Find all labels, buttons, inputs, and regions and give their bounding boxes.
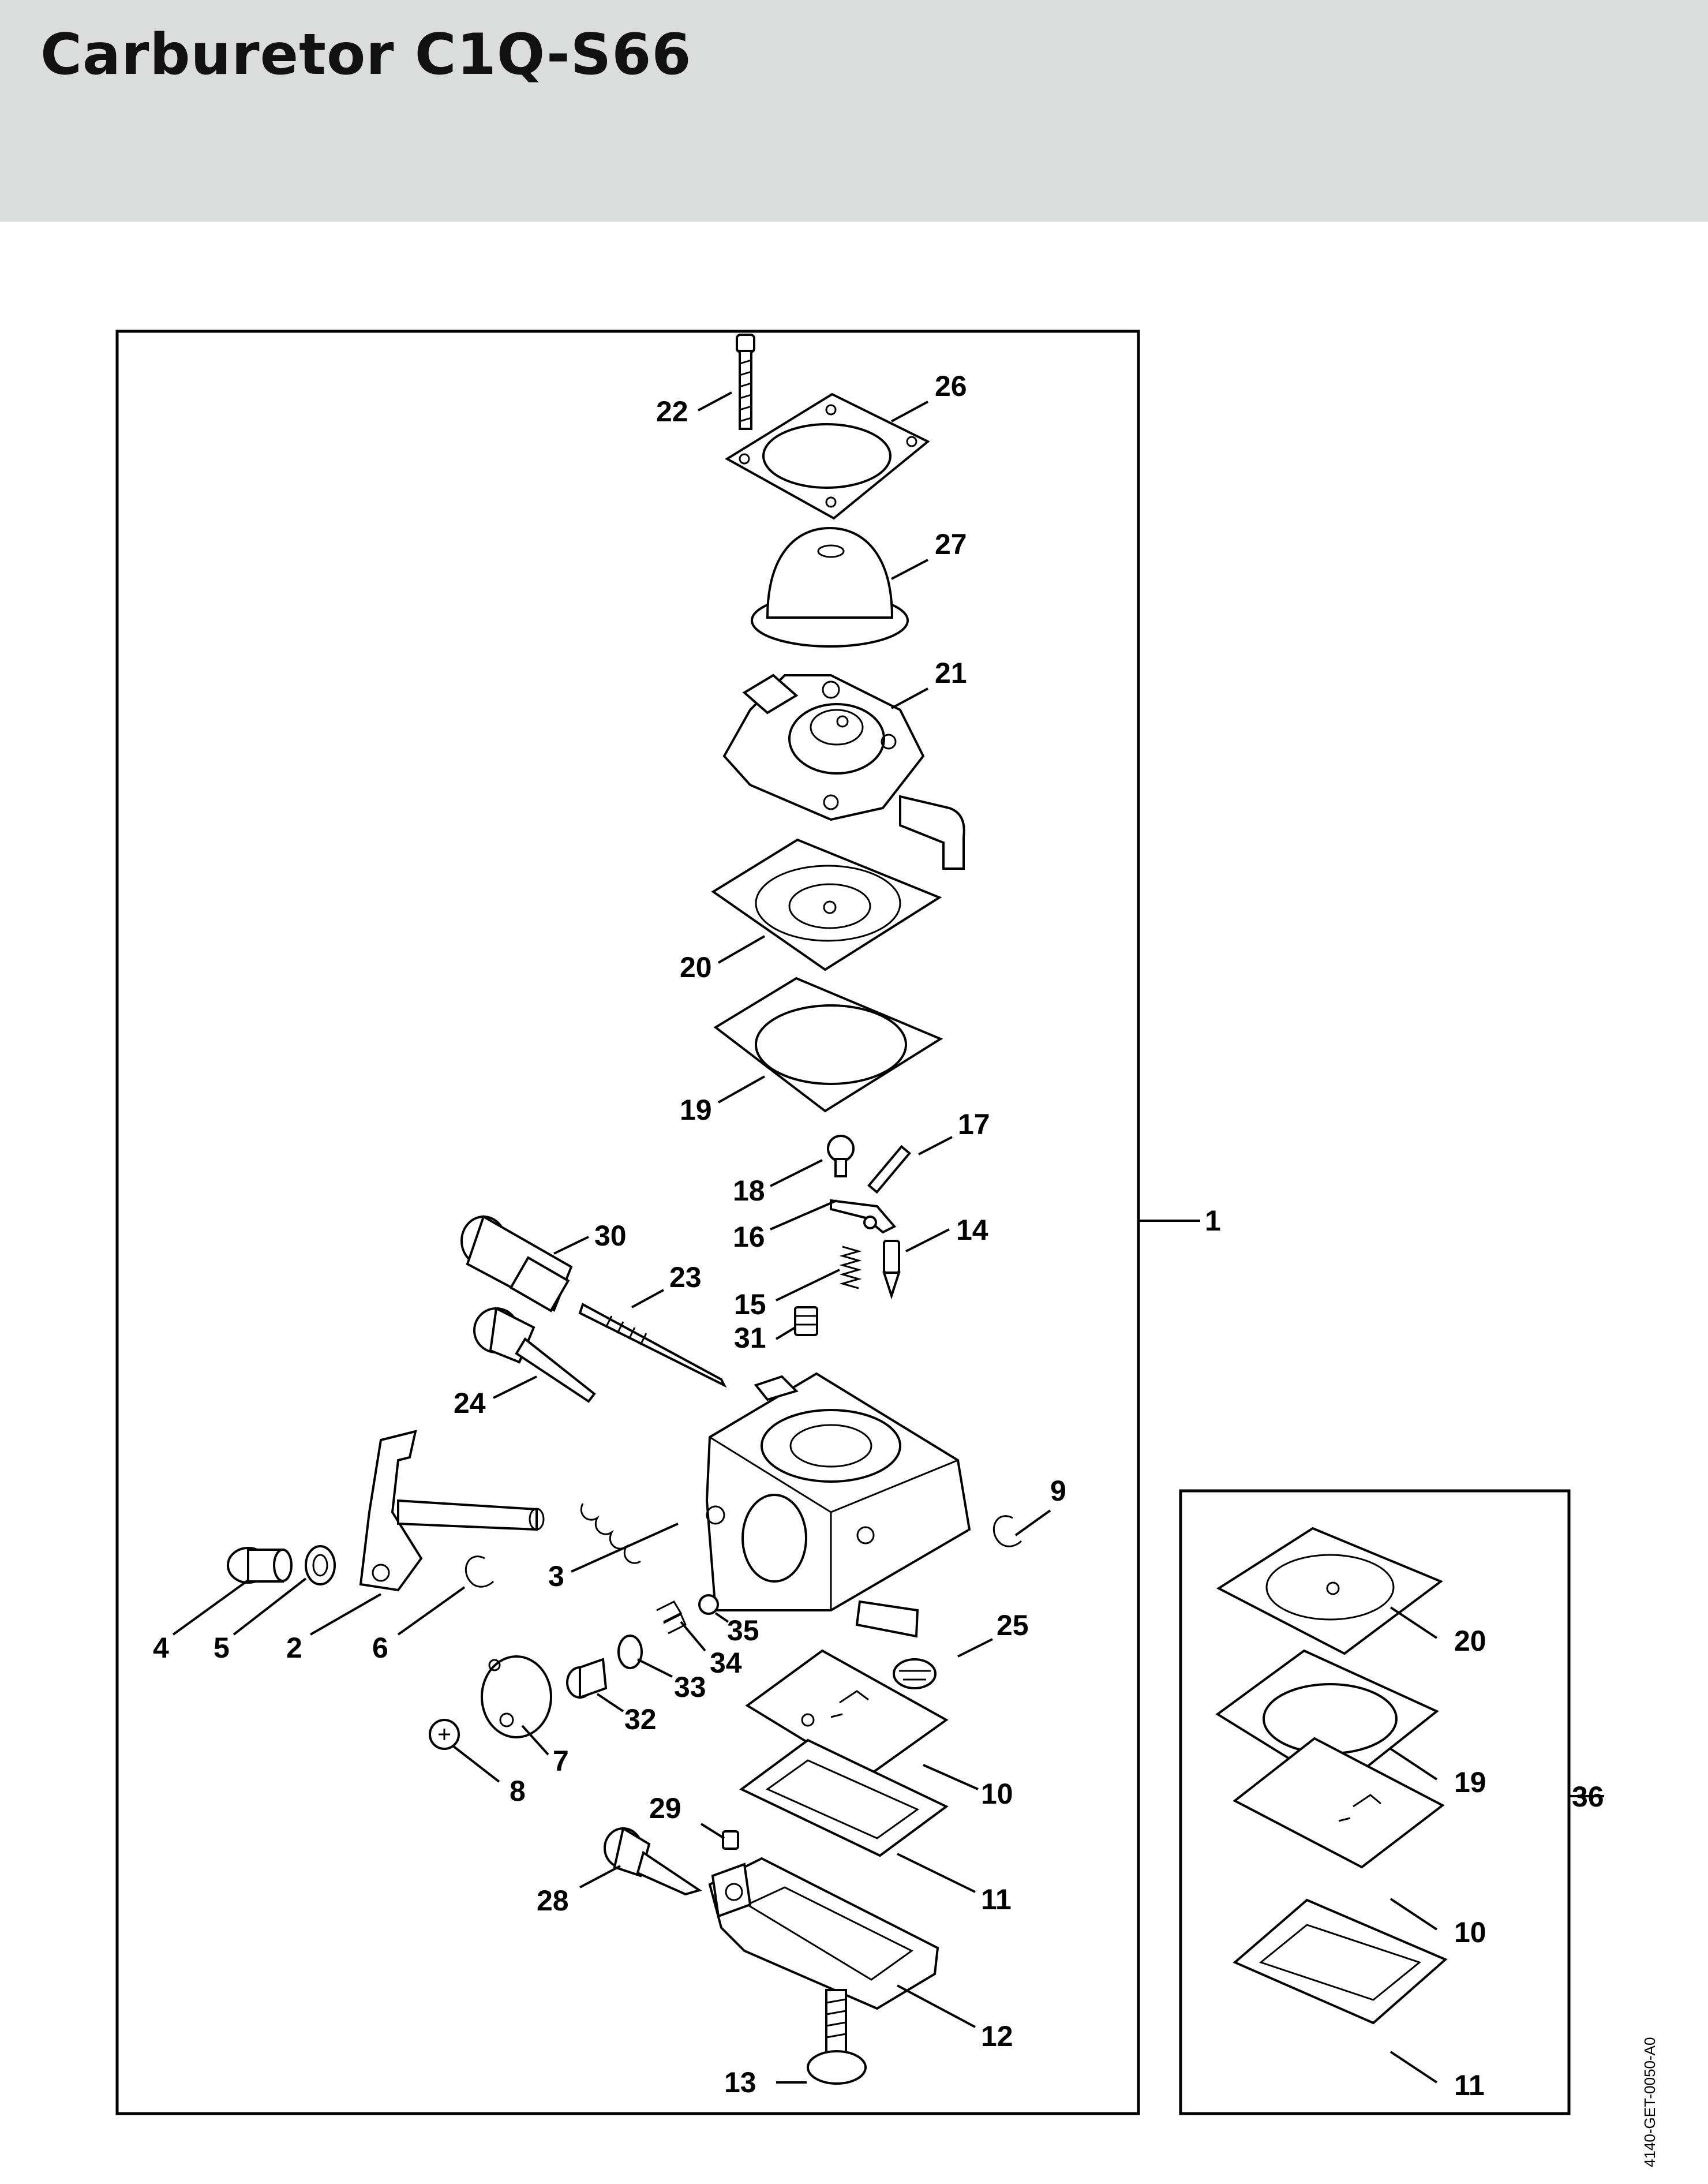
gasket-part-26 [725, 392, 930, 520]
callout-33: 33 [674, 1671, 706, 1703]
screw-part-18 [827, 1135, 855, 1177]
kit-callout-19: 19 [1454, 1766, 1486, 1798]
part-4 [227, 1547, 293, 1584]
callout-20: 20 [680, 951, 712, 983]
callout-6: 6 [372, 1632, 388, 1664]
callout-10: 10 [981, 1778, 1013, 1810]
leader-lines [172, 391, 1438, 2084]
kit-callout-20: 20 [1454, 1625, 1486, 1657]
callout-17: 17 [958, 1108, 990, 1140]
callout-13: 13 [724, 2066, 756, 2099]
callout-9: 9 [1050, 1475, 1066, 1507]
callout-34: 34 [710, 1647, 742, 1679]
kit-gasket-part-11 [1233, 1898, 1448, 2025]
page-title: Carburetor C1Q-S66 [40, 22, 692, 88]
main-assembly-frame [115, 330, 1140, 2115]
spring-part-3 [580, 1503, 641, 1564]
spring-part-15 [839, 1246, 862, 1289]
gasket-part-19 [713, 977, 943, 1113]
part-29 [722, 1830, 739, 1850]
metering-cover-part-12 [708, 1857, 939, 2010]
e-clip-part-9 [992, 1515, 1022, 1547]
throttle-lever-part-2 [359, 1430, 545, 1592]
header-bar: Carburetor C1Q-S66 [0, 0, 1708, 222]
callout-29: 29 [649, 1792, 681, 1824]
callout-2: 2 [286, 1632, 302, 1664]
drawing-code: 4140-GET-0050-A0 [1641, 2037, 1658, 2167]
part-23 [578, 1303, 727, 1388]
callout-22: 22 [656, 395, 688, 428]
strainer-part-35 [698, 1594, 719, 1615]
callout-23: 23 [669, 1261, 702, 1293]
callout-31: 31 [734, 1322, 766, 1354]
screw-part-22 [736, 334, 755, 430]
main-assembly-label: 1 [1205, 1205, 1221, 1237]
callout-25: 25 [997, 1609, 1029, 1641]
callout-11: 11 [981, 1883, 1012, 1916]
screw-part-8 [429, 1719, 460, 1750]
repair-kit-frame [1179, 1489, 1571, 2115]
callout-24: 24 [454, 1387, 486, 1419]
callout-12: 12 [981, 2020, 1013, 2052]
kit-diaphragm-part-10 [1233, 1737, 1445, 1869]
part-31 [794, 1306, 818, 1336]
callout-35: 35 [727, 1614, 759, 1647]
adjusting-screw-part-24 [473, 1306, 596, 1403]
kit-callout-11: 11 [1454, 2069, 1485, 2101]
o-ring-part-33 [617, 1635, 643, 1669]
callout-4: 4 [153, 1632, 169, 1664]
inlet-needle-part-14 [882, 1240, 901, 1300]
spring-part-34 [656, 1600, 687, 1635]
callout-26: 26 [935, 370, 967, 402]
callout-19: 19 [680, 1094, 712, 1126]
callout-30: 30 [594, 1220, 627, 1252]
callout-15: 15 [734, 1288, 766, 1321]
part-30 [460, 1215, 573, 1312]
adjusting-screw-part-28 [604, 1826, 702, 1896]
part-32 [566, 1658, 608, 1699]
screw-part-13 [807, 1989, 867, 2085]
e-clip-part-6 [465, 1555, 495, 1588]
pin-part-17 [867, 1145, 911, 1194]
callout-16: 16 [733, 1221, 765, 1253]
fuel-filter-part-25 [893, 1658, 937, 1689]
callout-18: 18 [733, 1175, 765, 1207]
callout-7: 7 [553, 1745, 569, 1777]
washer-part-5 [305, 1545, 336, 1585]
gasket-part-11 [739, 1738, 949, 1857]
pump-diaphragm-part-20 [711, 838, 942, 971]
callout-5: 5 [214, 1632, 230, 1664]
lever-part-16 [830, 1199, 897, 1234]
callout-3: 3 [548, 1560, 564, 1592]
callout-32: 32 [624, 1703, 657, 1736]
callout-8: 8 [510, 1775, 526, 1807]
pump-cover-part-21 [722, 674, 965, 870]
callout-28: 28 [537, 1884, 569, 1917]
kit-label: 36 [1572, 1781, 1604, 1813]
kit-diaphragm-part-20 [1216, 1527, 1444, 1655]
callout-21: 21 [935, 657, 967, 689]
callout-27: 27 [935, 528, 967, 560]
primer-bulb-part-27 [751, 526, 909, 648]
callout-14: 14 [956, 1214, 988, 1246]
carburetor-body [705, 1372, 971, 1638]
kit-callout-10: 10 [1454, 1916, 1486, 1949]
cam-part-7 [481, 1655, 552, 1738]
